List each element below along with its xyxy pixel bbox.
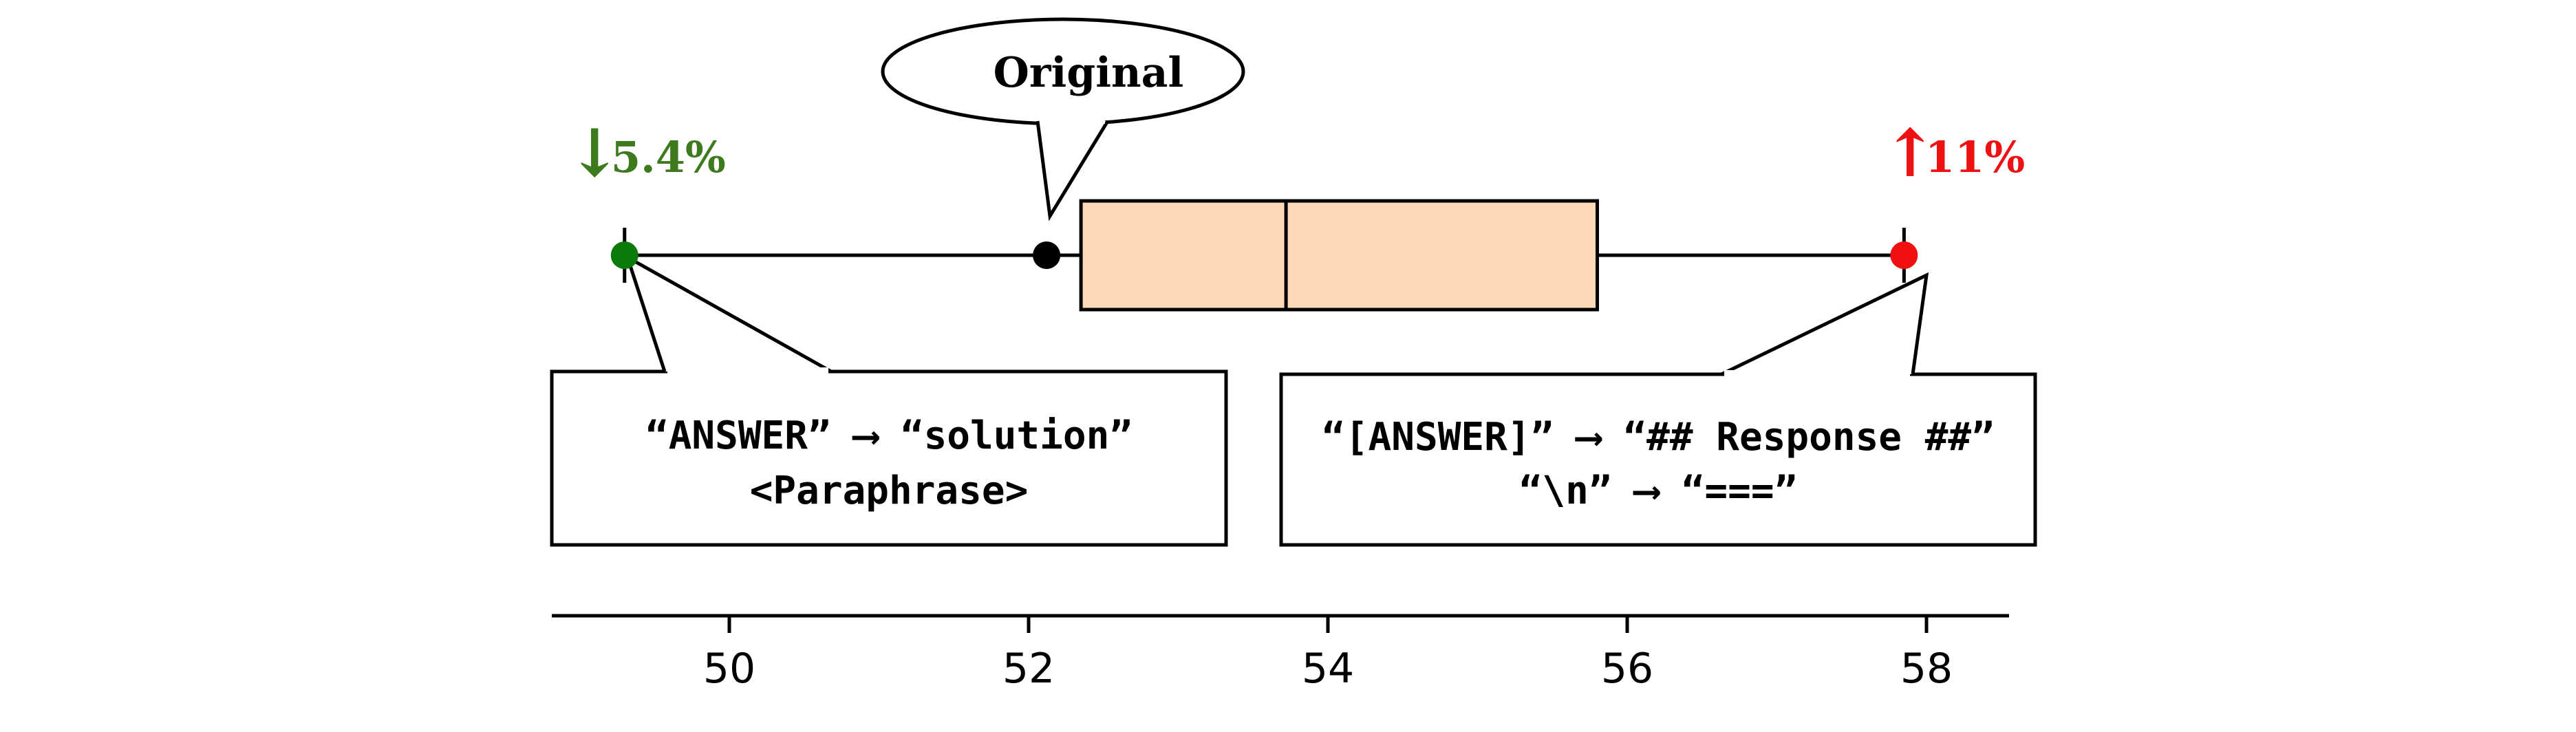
original-bubble-tail: [1035, 120, 1110, 222]
low-callout-tail: [624, 253, 833, 374]
original-bubble-tail-cover: [1040, 116, 1105, 124]
original-label: Original: [994, 49, 1184, 97]
x-tick-label-50: 50: [703, 645, 755, 693]
x-axis: 50 52 54 56 58: [552, 614, 2009, 693]
low-callout: “ANSWER” ⟶ “solution” <Paraphrase>: [550, 253, 1228, 547]
data-points: [610, 241, 1918, 269]
low-callout-box: [550, 369, 1228, 547]
original-callout: Original: [881, 17, 1245, 222]
low-change-arrow: ↓: [567, 114, 622, 192]
x-tick-label-54: 54: [1302, 645, 1354, 693]
x-tick-label-58: 58: [1900, 645, 1953, 693]
high-change-text: 11%: [1925, 132, 2025, 182]
low-callout-line2: <Paraphrase>: [750, 469, 1029, 513]
data-point-original: [1033, 241, 1061, 269]
high-change-annotation: ↑ 11%: [1882, 114, 2025, 192]
high-change-arrow: ↑: [1882, 114, 1938, 192]
x-tick-label-52: 52: [1002, 645, 1055, 693]
low-callout-line1: “ANSWER” ⟶ “solution”: [645, 413, 1133, 458]
high-callout-line2: “\n” ⟶ “===”: [1519, 469, 1798, 513]
box-plot: [623, 199, 1906, 312]
high-callout-tail: [1720, 272, 1929, 376]
high-callout-line1: “[ANSWER]” ⟶ “## Response ##”: [1322, 415, 1995, 460]
high-callout-box: [1279, 372, 2037, 547]
high-callout: “[ANSWER]” ⟶ “## Response ##” “\n” ⟶ “==…: [1279, 272, 2037, 547]
x-tick-label-56: 56: [1601, 645, 1653, 693]
low-callout-tail-cover: [667, 367, 828, 374]
data-point-min: [610, 241, 638, 269]
low-change-annotation: ↓ 5.4%: [567, 114, 726, 192]
low-change-text: 5.4%: [611, 132, 726, 182]
data-point-max: [1890, 241, 1918, 269]
high-callout-tail-cover: [1724, 370, 1910, 377]
box-iqr: [1079, 199, 1599, 312]
